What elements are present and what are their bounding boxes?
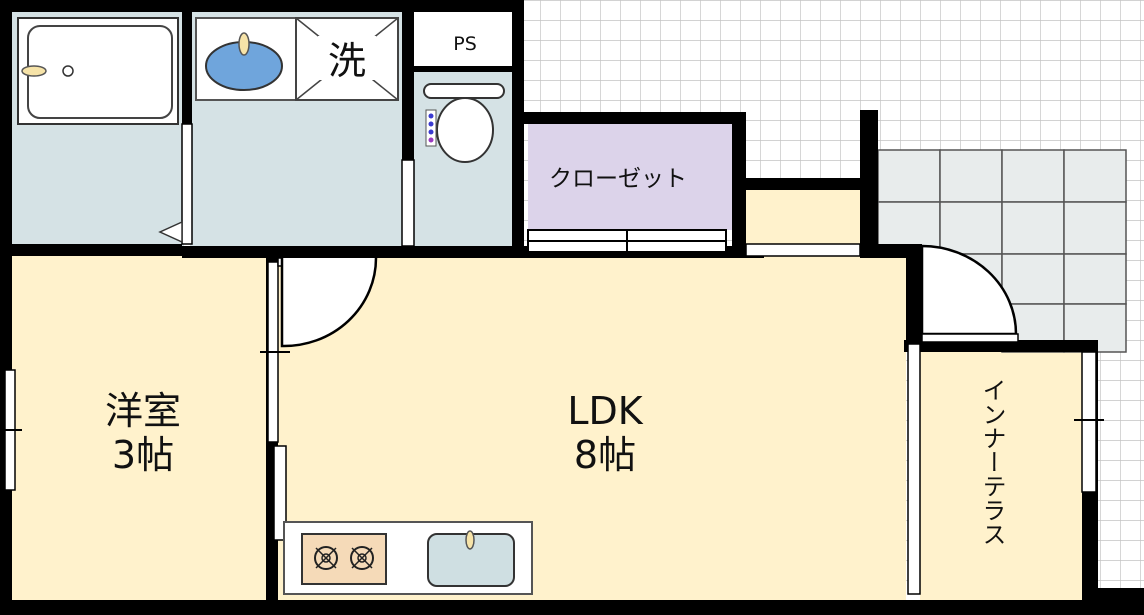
kitchen-stove-icon — [301, 533, 387, 585]
western-room-name: 洋室 — [105, 389, 181, 433]
ldk-size: 8帖 — [574, 433, 636, 477]
bathtub-icon — [17, 17, 179, 125]
door-swing-icon — [277, 257, 378, 348]
bath-door-marker — [158, 220, 183, 244]
window-ticks — [0, 351, 1104, 431]
inner-terrace-floor — [920, 344, 1082, 600]
kitchen-sink-icon — [427, 530, 515, 587]
western-room-floor — [12, 254, 270, 600]
closet-floor — [528, 122, 732, 230]
entry-floor — [742, 188, 860, 246]
closet-doors — [527, 229, 727, 253]
balcony-tiles — [877, 149, 1127, 353]
washbasin-icon — [195, 17, 297, 101]
western-room-size: 3帖 — [112, 433, 174, 477]
ldk-name: LDK — [567, 389, 643, 433]
ps-label: PS — [453, 33, 477, 55]
washing-machine-space: 洗 — [295, 17, 399, 101]
inner-terrace-label: インナーテラス — [978, 378, 1006, 546]
toilet-icon — [423, 83, 505, 163]
terrace-door-swing-icon — [920, 244, 1019, 343]
ps-space — [412, 12, 516, 70]
laundry-label: 洗 — [328, 39, 366, 83]
closet-label: クローゼット — [549, 166, 687, 192]
